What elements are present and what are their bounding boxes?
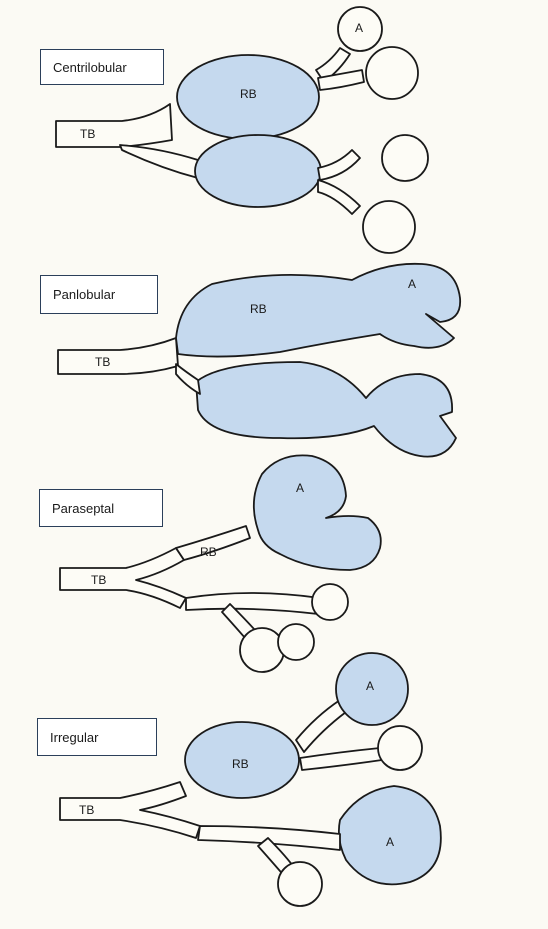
alveolar-sac-right: [312, 584, 348, 620]
airway-branch-lower: [176, 364, 200, 394]
panel-irregular: TB RB A A: [60, 653, 441, 906]
alveolar-sac-lower-right: [382, 135, 428, 181]
panel-centrilobular: TB RB A: [56, 7, 428, 253]
alveolar-duct-upper: [296, 700, 346, 752]
airway-branch-lower: [120, 145, 198, 178]
label-rb: RB: [232, 757, 249, 771]
alveolar-duct-right: [300, 748, 382, 770]
terminal-bronchiole-duct: [56, 104, 172, 147]
terminal-bronchiole-duct: [58, 338, 178, 374]
label-a-upper: A: [366, 679, 374, 693]
label-a: A: [355, 21, 363, 35]
label-a: A: [408, 277, 416, 291]
alveolar-duct-lower: [318, 150, 360, 180]
alveolar-region: [254, 455, 381, 570]
label-a: A: [296, 481, 304, 495]
alveolar-duct-lower: [186, 593, 320, 614]
label-a-lower: A: [386, 835, 394, 849]
label-tb: TB: [80, 127, 95, 141]
alveolar-sac-right: [378, 726, 422, 770]
label-tb: TB: [95, 355, 110, 369]
alveolar-sac-bottom: [240, 628, 284, 672]
panel-panlobular: TB RB A: [58, 264, 460, 457]
label-rb: RB: [240, 87, 257, 101]
alveolar-sac-bottom: [278, 862, 322, 906]
label-rb: RB: [250, 302, 267, 316]
alveolar-duct-lower-2: [318, 180, 360, 214]
label-rb: RB: [200, 545, 217, 559]
alveolar-sac-bottom: [363, 201, 415, 253]
respiratory-bronchiole-lower: [195, 135, 321, 207]
alveolar-sac-upper-right: [366, 47, 418, 99]
panel-paraseptal: TB RB A: [60, 455, 381, 672]
label-tb: TB: [91, 573, 106, 587]
acinus-upper: [176, 264, 460, 357]
terminal-bronchiole-duct: [60, 548, 186, 608]
label-tb: TB: [79, 803, 94, 817]
alveolar-sac-bottom-right: [278, 624, 314, 660]
acinus-lower: [196, 362, 456, 457]
